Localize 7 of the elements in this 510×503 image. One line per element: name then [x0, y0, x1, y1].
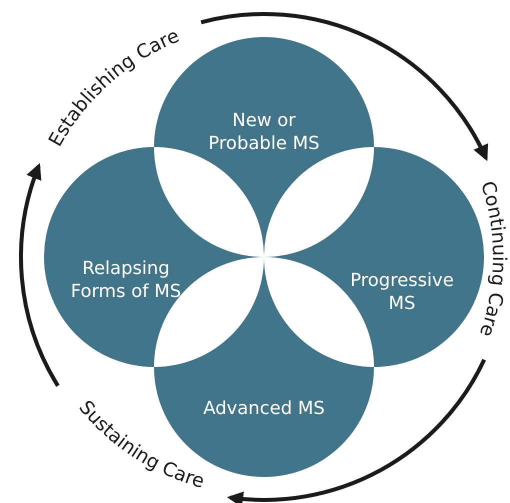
cycle-arrow	[19, 162, 60, 387]
cycle-arrow	[227, 358, 486, 503]
stage-label: Advanced MS	[202, 397, 326, 420]
stage-label: Progressive MS	[349, 269, 455, 315]
stage-label: New or Probable MS	[207, 109, 321, 155]
stage-label: Relapsing Forms of MS	[70, 257, 182, 303]
cycle-arrow	[200, 12, 488, 162]
